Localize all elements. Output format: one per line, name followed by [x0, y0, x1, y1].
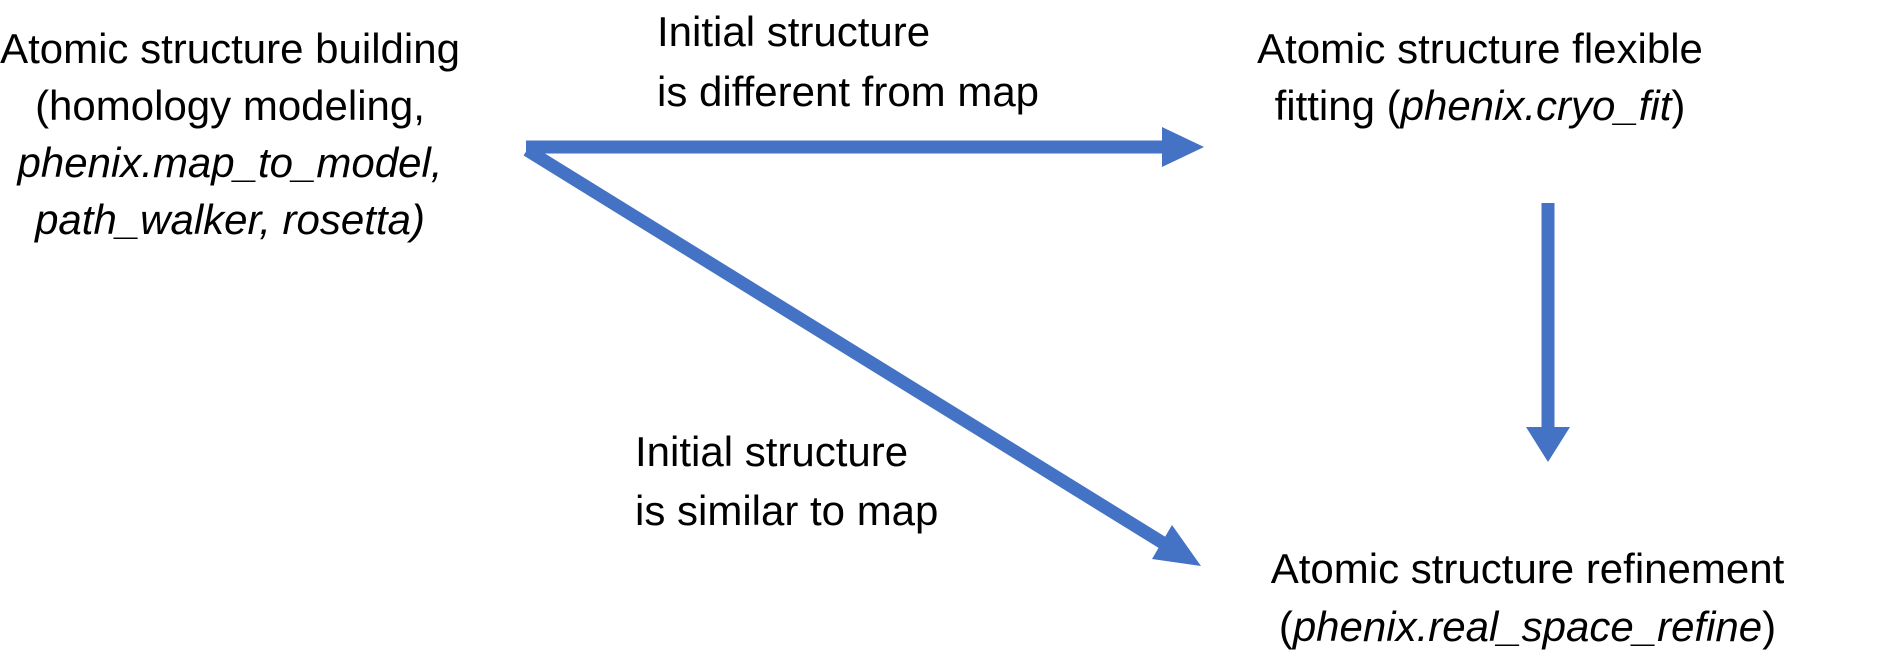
node-flexible-line-1: Atomic structure flexible [1257, 25, 1703, 72]
node-refinement-line-2-command: phenix.real_space_refine [1292, 603, 1763, 650]
edge-label-similar-to-map: Initial structure is similar to map [635, 422, 938, 540]
node-building-line-4: path_walker, rosetta) [35, 196, 425, 243]
node-refinement-line-2-pre: ( [1278, 603, 1293, 650]
edge-label-different-from-map: Initial structure is different from map [657, 2, 1039, 122]
node-flexible-line-2-post: ) [1671, 82, 1686, 129]
arrow-shaft [523, 144, 1167, 549]
node-refinement-line-1: Atomic structure refinement [1270, 545, 1785, 592]
node-flexible-line-2-pre: fitting ( [1274, 82, 1401, 129]
arrow-head-icon [1162, 127, 1204, 167]
arrow-head-icon [1526, 427, 1570, 462]
node-building-line-1: Atomic structure building [0, 25, 460, 72]
node-building-line-2: (homology modeling, [35, 82, 425, 129]
arrow-head-icon [1152, 525, 1201, 566]
edge-label-different-line-1: Initial structure [657, 8, 931, 55]
edge-label-different-line-2: is different from map [657, 68, 1040, 115]
node-atomic-structure-building: Atomic structure building (homology mode… [0, 20, 480, 248]
arrow-flexible-fitting-to-refinement [1526, 203, 1570, 462]
node-refinement-line-2-post: ) [1762, 603, 1777, 650]
edge-label-similar-line-2: is similar to map [635, 487, 939, 534]
node-flexible-line-2-command: phenix.cryo_fit [1400, 82, 1672, 129]
node-atomic-structure-flexible-fitting: Atomic structure flexible fitting (pheni… [1230, 20, 1730, 134]
node-flexible-line-2: fitting (phenix.cryo_fit) [1230, 77, 1730, 134]
arrow-building-to-flexible-fitting [526, 127, 1204, 167]
arrow-building-to-refinement [523, 144, 1201, 566]
node-refinement-line-2: (phenix.real_space_refine) [1240, 598, 1815, 656]
node-building-line-3: phenix.map_to_model, [17, 139, 443, 186]
node-atomic-structure-refinement: Atomic structure refinement (phenix.real… [1240, 540, 1815, 656]
edge-label-similar-line-1: Initial structure [635, 428, 909, 475]
